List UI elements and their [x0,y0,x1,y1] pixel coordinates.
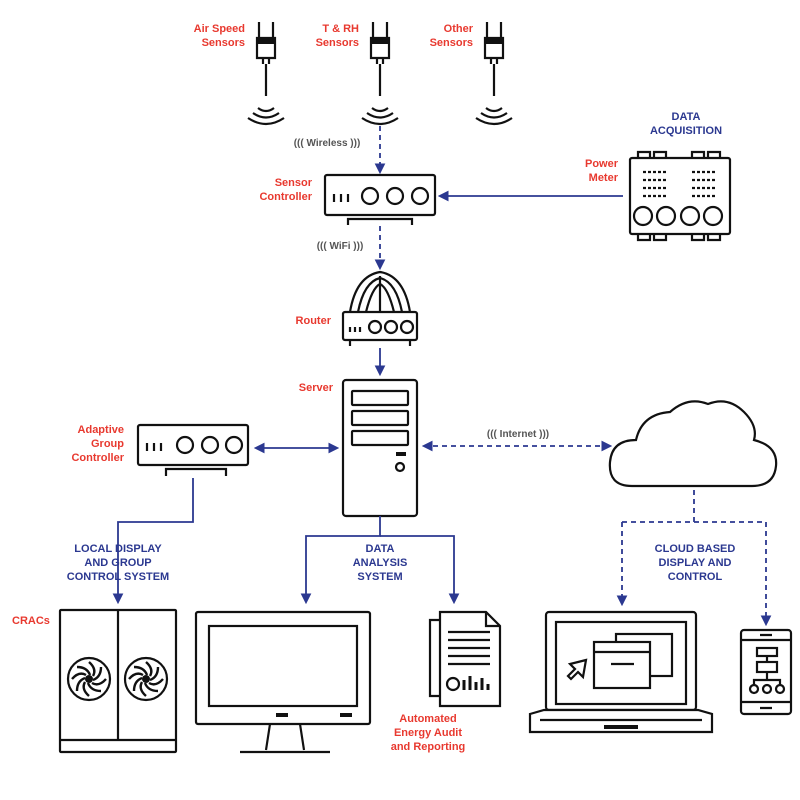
mobile-app-icon [739,628,793,716]
sensor-controller-label-line2: Controller [259,191,312,203]
audit-label-line3: and Reporting [391,741,466,753]
audit-label-line2: Energy Audit [394,727,462,739]
sensor-t-rh: T & RH Sensors [316,22,399,126]
sensor-other: Other Sensors [430,22,513,126]
cloud-display-label-line2: DISPLAY AND [659,557,732,569]
cloud-icon [608,400,778,488]
adaptive-controller-icon [136,423,250,476]
adaptive-controller-label-line1: Adaptive [78,424,124,436]
controller-crac-connector [112,478,194,605]
sensor-label-line1: T & RH [322,23,359,35]
audit-label-line1: Automated [399,713,456,725]
local-display-label-line2: AND GROUP [84,557,151,569]
power-meter-label-line2: Meter [589,172,619,184]
cloud-display-label-line1: CLOUD BASED [655,543,736,555]
cracs-label: CRACs [12,615,50,627]
sensor-label-line2: Sensors [430,37,473,49]
server-tower-icon [341,378,419,518]
local-display-label-line3: CONTROL SYSTEM [67,571,169,583]
cloud-display-label-line3: CONTROL [668,571,723,583]
data-analysis-label-line2: ANALYSIS [353,557,408,569]
sensor-probe-icon [247,22,285,126]
sensor-air-speed: Air Speed Sensors [194,22,285,126]
sensor-controller-label-line1: Sensor [275,177,313,189]
monitor-icon [194,610,372,754]
cloud-bus-connector [622,490,766,523]
sensor-label-line2: Sensors [316,37,359,49]
sensor-label-line2: Sensors [202,37,245,49]
server-label: Server [299,382,334,394]
wifi-link-label: ((( WiFi ))) [317,241,364,252]
server-report-connector [380,535,460,605]
adaptive-controller-label-line2: Group [91,438,124,450]
power-meter-icon [628,150,732,242]
data-acquisition-label-line2: ACQUISITION [650,125,722,137]
data-acquisition-label-line1: DATA [672,111,701,123]
crac-unit-icon [58,608,178,754]
adaptive-controller-label-line3: Controller [71,452,124,464]
wireless-link-label: ((( Wireless ))) [294,138,361,149]
sensor-label-line1: Air Speed [194,23,245,35]
laptop-icon [528,610,714,734]
report-document-icon [428,610,502,708]
server-monitor-connector [300,516,381,605]
sensor-label-line1: Other [444,23,474,35]
router-label: Router [296,315,332,327]
data-analysis-label-line3: SYSTEM [357,571,402,583]
sensor-probe-icon [475,22,513,126]
sensor-probe-icon [361,22,399,126]
local-display-label-line1: LOCAL DISPLAY [74,543,162,555]
router-icon [341,270,419,346]
internet-link-label: ((( Internet ))) [487,429,549,440]
sensor-controller-icon [323,173,437,225]
data-analysis-label-line1: DATA [366,543,395,555]
power-meter-label-line1: Power [585,158,619,170]
